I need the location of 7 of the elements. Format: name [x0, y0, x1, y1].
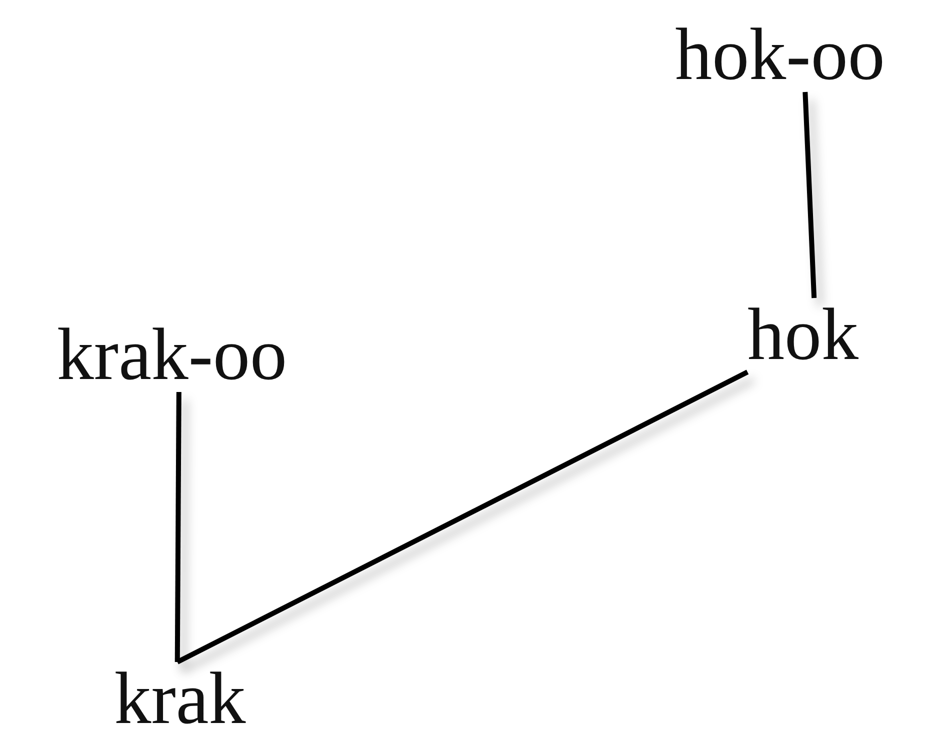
word-label: krak [114, 662, 246, 736]
connector-line [176, 370, 749, 664]
word-label: krak-oo [56, 318, 288, 392]
word-label: hok-oo [675, 18, 885, 92]
word-label: hok [748, 298, 858, 372]
connector-line [802, 92, 817, 298]
connector-line [174, 392, 182, 662]
